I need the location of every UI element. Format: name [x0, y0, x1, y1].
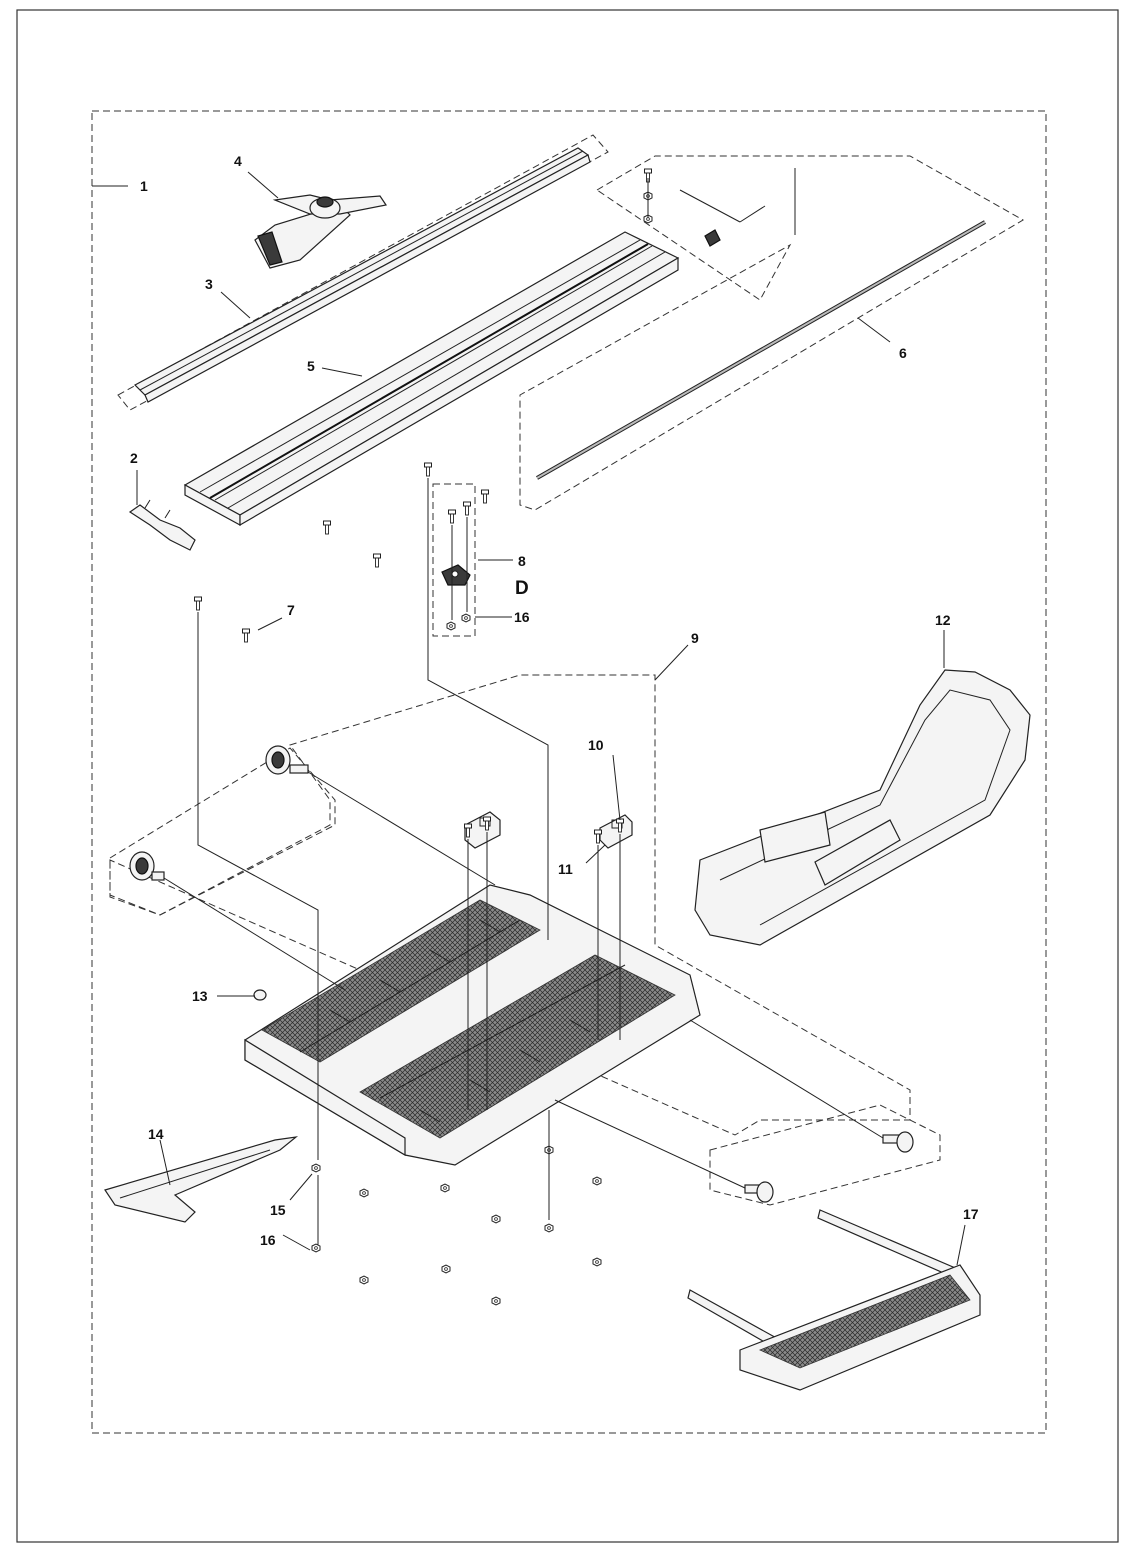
- callout-2: 2: [130, 450, 138, 466]
- bracket-part: [441, 564, 471, 586]
- assembly-boundary: [91, 110, 1047, 1434]
- extension-table-part: [687, 1209, 981, 1391]
- callout-16-lower: 16: [260, 1232, 276, 1248]
- callout-12: 12: [935, 612, 951, 628]
- rod-part: [536, 220, 986, 480]
- side-cover-part: [694, 669, 1031, 946]
- extrusion-profile-part: [183, 231, 680, 527]
- callout-leaders: [92, 171, 966, 1266]
- rail-end-fittings: [679, 189, 766, 247]
- rail-part: [134, 147, 591, 403]
- callout-17: 17: [963, 1206, 979, 1222]
- wheel-knob-left: [129, 851, 165, 881]
- rail-group-boundary: [117, 134, 609, 411]
- callout-13: 13: [192, 988, 208, 1004]
- base-frame-part: [244, 884, 701, 1166]
- wheel-knob-right-a: [882, 1131, 914, 1153]
- rod-group-boundary: [519, 155, 1024, 511]
- callout-14: 14: [148, 1126, 164, 1142]
- callout-8: 8: [518, 553, 526, 569]
- callout-labels: 1 2 3 4 5 6 7 8 9 10 11 12 13 14 15 16 1…: [130, 153, 979, 1248]
- wheel-knob-right-b: [744, 1181, 774, 1203]
- callout-15: 15: [270, 1202, 286, 1218]
- callout-5: 5: [307, 358, 315, 374]
- clip-part: [128, 499, 196, 551]
- clamp-handle-part: [254, 194, 387, 269]
- wheel-right-boundary: [709, 1104, 941, 1206]
- page-border: [16, 9, 1119, 1543]
- base-group-boundary: [109, 674, 911, 1136]
- callout-16-upper: 16: [514, 609, 530, 625]
- left-support-part: [104, 1136, 299, 1223]
- wheel-knob-top: [265, 745, 309, 775]
- callout-10: 10: [588, 737, 604, 753]
- plate-part-right: [599, 814, 633, 849]
- bracket-group-boundary: [432, 483, 476, 637]
- assembly-guide-lines: [163, 168, 884, 1245]
- callout-11: 11: [558, 861, 573, 877]
- callout-7: 7: [287, 602, 295, 618]
- callout-1: 1: [140, 178, 148, 194]
- callout-9: 9: [691, 630, 699, 646]
- wheel-left-boundary: [109, 747, 336, 916]
- callout-4: 4: [234, 153, 242, 169]
- plate-part-left: [464, 811, 501, 849]
- callout-3: 3: [205, 276, 213, 292]
- callout-6: 6: [899, 345, 907, 361]
- detail-label-d: D: [515, 578, 529, 599]
- foot-13: [253, 989, 267, 1001]
